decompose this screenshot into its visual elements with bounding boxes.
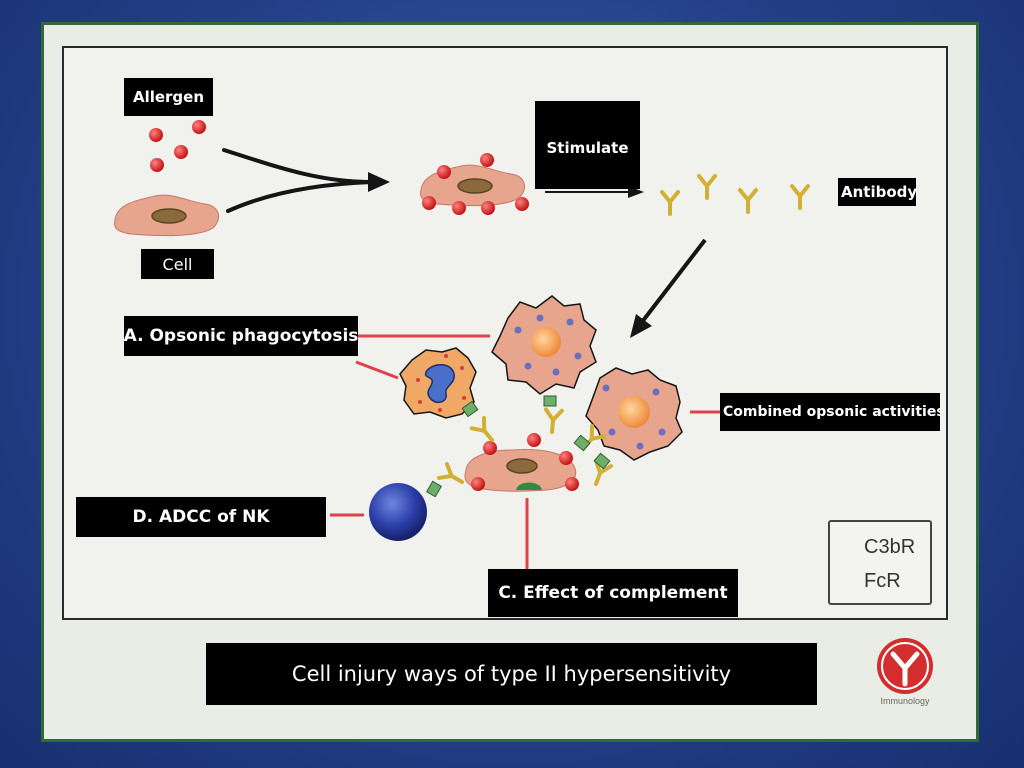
macrophage-icon — [491, 295, 597, 395]
legend-label: C3bR — [864, 536, 916, 558]
opsonic-phagocytosis-label: A. Opsonic phagocytosis — [124, 316, 358, 356]
fc-receptor-icon — [425, 395, 611, 498]
adcc-nk-label: D. ADCC of NK — [76, 497, 326, 537]
neutrophil-icon — [399, 347, 477, 419]
legend-item-fcr: FcR — [838, 570, 901, 593]
legend-item-c3br: C3bR — [838, 536, 915, 559]
immunology-logo: Immunology — [872, 638, 938, 710]
logo-text: Immunology — [880, 696, 930, 706]
slide-title: Cell injury ways of type II hypersensiti… — [206, 643, 817, 705]
immunology-logo-icon — [877, 638, 933, 694]
effect-of-complement-label: C. Effect of complement — [488, 569, 738, 617]
connector-lines — [330, 334, 720, 569]
legend-label: FcR — [864, 570, 901, 592]
cell-label: Cell — [141, 249, 214, 279]
stimulate-arrow — [545, 186, 644, 198]
target-cell-icon — [113, 194, 220, 237]
central-target-cell-icon — [464, 433, 579, 492]
free-antibodies — [660, 174, 810, 216]
allergen-label: Allergen — [124, 78, 213, 116]
stimulate-label: Stimulate — [535, 101, 640, 189]
antibody-binding-arrow — [630, 238, 707, 338]
allergen-particles — [149, 120, 206, 172]
antibody-label: Antibody — [838, 178, 916, 206]
receptor-legend: C3bR FcR — [828, 520, 932, 605]
converging-arrows — [222, 148, 390, 213]
macrophage-icon — [585, 367, 683, 461]
nk-cell-icon — [369, 483, 427, 541]
combined-opsonic-label: Combined opsonic activities — [720, 393, 940, 431]
allergen-coated-cell-icon — [419, 153, 529, 215]
